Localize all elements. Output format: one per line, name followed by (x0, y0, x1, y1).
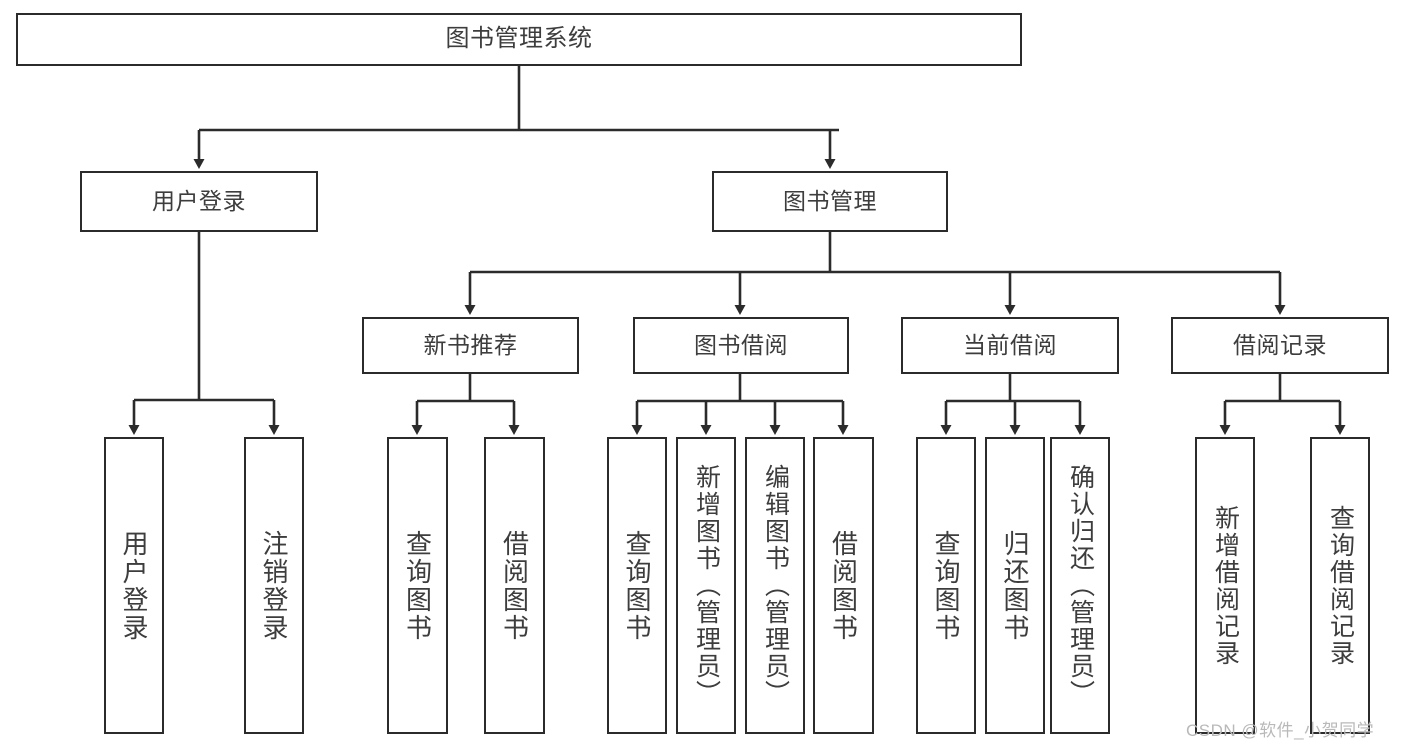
node-label: 确认归还（管理员） (1066, 464, 1095, 707)
node-label: 归还图书 (1000, 529, 1030, 642)
node-book-borrow[interactable]: 图书借阅 (633, 317, 849, 374)
node-user-login[interactable]: 用户登录 (80, 171, 318, 232)
node-label: 新增借阅记录 (1211, 504, 1240, 667)
node-label: 借阅图书 (499, 529, 530, 642)
node-label: 查询图书 (402, 529, 433, 642)
node-leaf-query-book-3[interactable]: 查询图书 (916, 437, 976, 734)
node-leaf-borrow-book-1[interactable]: 借阅图书 (484, 437, 545, 734)
node-label: 借阅图书 (828, 529, 859, 642)
node-label: 用户登录 (152, 187, 246, 214)
node-leaf-return-book[interactable]: 归还图书 (985, 437, 1045, 734)
node-label: 新增图书（管理员） (692, 464, 721, 707)
node-label: 查询图书 (931, 529, 961, 642)
node-leaf-logout[interactable]: 注销登录 (244, 437, 304, 734)
node-leaf-user-login[interactable]: 用户登录 (104, 437, 164, 734)
node-leaf-add-record[interactable]: 新增借阅记录 (1195, 437, 1255, 734)
node-label: 编辑图书（管理员） (761, 464, 790, 707)
node-label: 用户登录 (119, 529, 149, 642)
node-label: 注销登录 (259, 529, 289, 642)
node-label: 图书借阅 (694, 331, 788, 358)
node-leaf-query-book-2[interactable]: 查询图书 (607, 437, 667, 734)
node-root[interactable]: 图书管理系统 (16, 13, 1022, 66)
node-leaf-confirm-return[interactable]: 确认归还（管理员） (1050, 437, 1110, 734)
node-current-borrow[interactable]: 当前借阅 (901, 317, 1119, 374)
node-label: 图书管理 (783, 187, 877, 214)
node-leaf-query-record[interactable]: 查询借阅记录 (1310, 437, 1370, 734)
node-label: 借阅记录 (1233, 331, 1327, 358)
node-leaf-add-book[interactable]: 新增图书（管理员） (676, 437, 736, 734)
node-label: 图书管理系统 (445, 25, 593, 53)
csdn-watermark: CSDN @软件_小贺同学 (1186, 721, 1375, 740)
node-book-manage[interactable]: 图书管理 (712, 171, 948, 232)
node-borrow-record[interactable]: 借阅记录 (1171, 317, 1389, 374)
node-label: 新书推荐 (423, 331, 518, 358)
node-leaf-edit-book[interactable]: 编辑图书（管理员） (745, 437, 805, 734)
node-leaf-borrow-book-2[interactable]: 借阅图书 (813, 437, 874, 734)
node-label: 查询借阅记录 (1326, 504, 1355, 667)
node-new-book-recommend[interactable]: 新书推荐 (362, 317, 579, 374)
node-label: 查询图书 (622, 529, 652, 642)
node-label: 当前借阅 (963, 331, 1057, 358)
node-leaf-query-book-1[interactable]: 查询图书 (387, 437, 448, 734)
